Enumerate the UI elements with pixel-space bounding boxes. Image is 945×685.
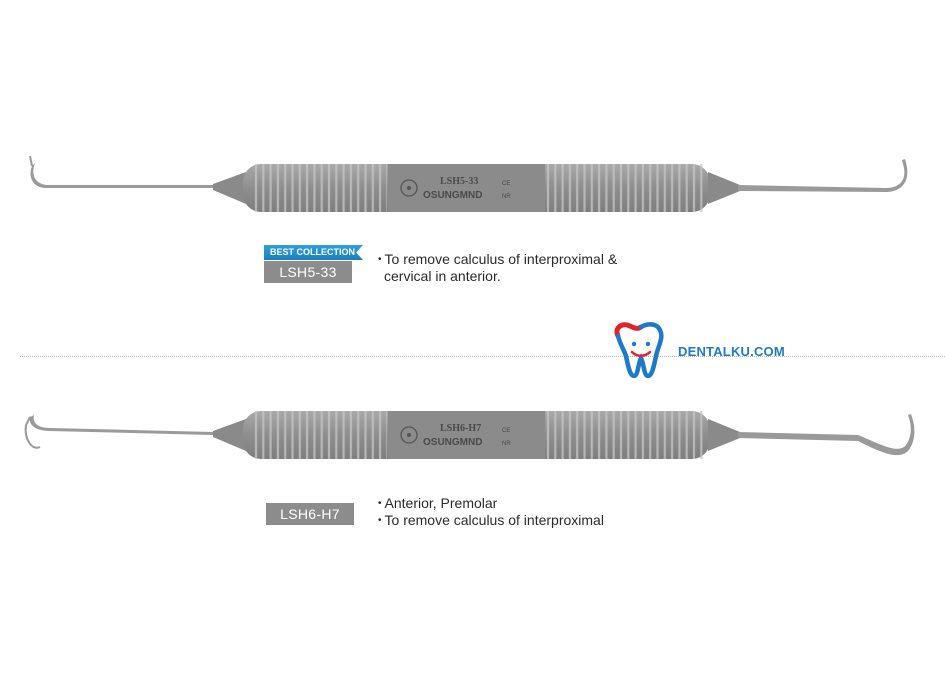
- description-lsh6-h7: •Anterior, Premolar •To remove calculus …: [378, 495, 604, 529]
- etched-nr-mark: NR: [502, 441, 511, 447]
- product-code-lsh6-h7: LSH6-H7: [266, 503, 354, 525]
- product-code-lsh5-33: LSH5-33: [264, 261, 352, 283]
- etched-brand-text: OSUNGMND: [423, 437, 482, 448]
- dentalku-logo: DENTALKU.COM: [610, 322, 785, 379]
- bullet-item: •To remove calculus of interproximal &: [378, 251, 618, 267]
- instrument-illustration: LSH5-33 OSUNGMND CE NR: [29, 155, 908, 212]
- bullet-text: To remove calculus of interproximal &: [384, 251, 618, 267]
- etched-nr-mark: NR: [502, 194, 511, 200]
- instrument-lsh6-h7: LSH6-H7 OSUNGMND CE NR: [18, 395, 928, 475]
- etched-brand-text: OSUNGMND: [423, 190, 482, 201]
- dentalku-logo-text: DENTALKU.COM: [678, 344, 785, 359]
- best-collection-badge: BEST COLLECTION: [264, 245, 363, 260]
- section-divider: [20, 356, 945, 357]
- bullet-item: •Anterior, Premolar: [378, 495, 498, 511]
- instrument-illustration: LSH6-H7 OSUNGMND CE NR: [24, 411, 915, 459]
- tooth-icon: [614, 322, 664, 379]
- description-lsh5-33: •To remove calculus of interproximal & c…: [378, 251, 617, 284]
- etched-ce-mark: CE: [502, 428, 510, 434]
- instrument-lsh5-33: LSH5-33 OSUNGMND CE NR: [18, 148, 928, 228]
- etched-ce-mark: CE: [502, 181, 510, 187]
- etched-model-text: LSH5-33: [440, 176, 478, 187]
- etched-model-text: LSH6-H7: [440, 423, 481, 434]
- bullet-item: •To remove calculus of interproximal: [378, 512, 604, 528]
- bullet-continuation: cervical in anterior.: [384, 268, 501, 284]
- bullet-text: To remove calculus of interproximal: [384, 512, 604, 528]
- bullet-text: Anterior, Premolar: [384, 495, 498, 511]
